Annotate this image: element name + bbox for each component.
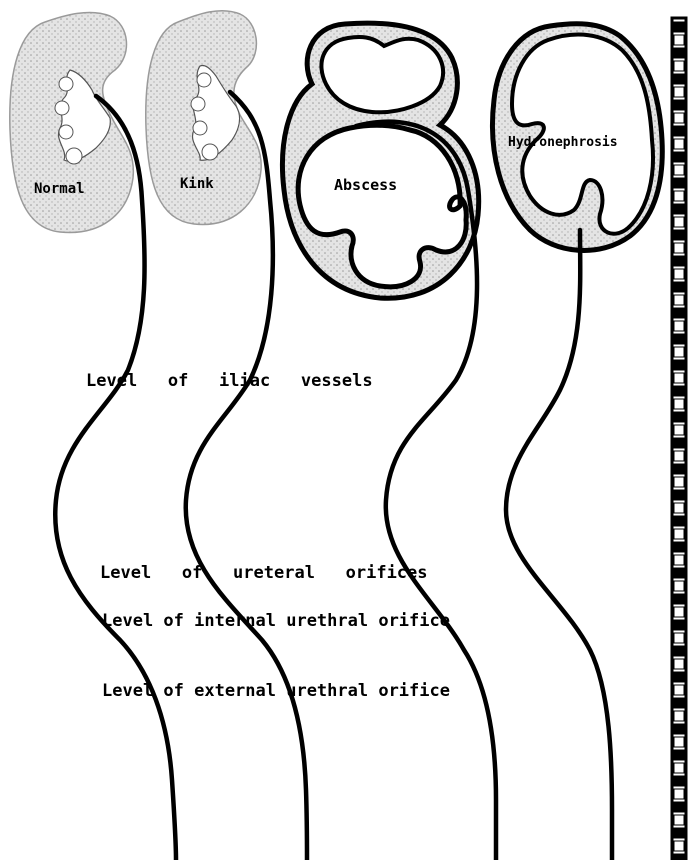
- kidney-label-abscess: Abscess: [334, 176, 397, 194]
- scale-tick: [674, 347, 684, 357]
- scale-tick: [674, 451, 684, 461]
- kidney-hydronephrosis: Hydronephrosis: [493, 24, 663, 251]
- scale-tick: [674, 61, 684, 71]
- scale-tick: [674, 412, 684, 422]
- scale-tick: [674, 87, 684, 97]
- scale-tick: [674, 282, 684, 292]
- scale-tick: [674, 529, 684, 539]
- level-iliac-vessels: Level of iliac vessels: [86, 371, 373, 391]
- scale-tick: [674, 581, 684, 591]
- ureter-hydronephrosis: [506, 230, 612, 860]
- scale-tick: [674, 789, 684, 799]
- kidney-label-kink: Kink: [180, 176, 214, 192]
- scale-tick: [674, 269, 684, 279]
- scale-tick: [674, 308, 684, 318]
- scale-tick: [674, 139, 684, 149]
- scale-tick: [674, 711, 684, 721]
- scale-tick: [674, 165, 684, 175]
- scale-tick: [674, 698, 684, 708]
- scale-tick: [674, 191, 684, 201]
- scale-tick: [674, 217, 684, 227]
- scale-tick: [674, 22, 684, 32]
- scale-tick: [674, 737, 684, 747]
- scale-tick: [674, 659, 684, 669]
- scale-tick: [674, 620, 684, 630]
- scale-tick: [674, 646, 684, 656]
- scale-tick: [674, 841, 684, 851]
- scale-tick: [674, 464, 684, 474]
- scale-tick: [674, 152, 684, 162]
- scale-tick: [674, 763, 684, 773]
- scale-tick: [674, 828, 684, 838]
- scale-tick: [674, 48, 684, 58]
- scale-tick: [674, 230, 684, 240]
- scale-tick: [674, 100, 684, 110]
- scale-tick: [674, 74, 684, 84]
- scale-tick: [674, 724, 684, 734]
- kidney-normal: Normal: [10, 12, 134, 232]
- scale-tick: [674, 321, 684, 331]
- scale-tick: [674, 685, 684, 695]
- scale-tick: [674, 815, 684, 825]
- scale-tick: [674, 802, 684, 812]
- scale-tick: [674, 568, 684, 578]
- level-external-urethral-orifice: Level of external urethral orifice: [102, 681, 450, 701]
- scale-tick: [674, 295, 684, 305]
- scale-tick: [674, 542, 684, 552]
- scale-tick: [674, 178, 684, 188]
- scale-tick: [674, 555, 684, 565]
- scale-tick: [674, 256, 684, 266]
- scale-tick: [674, 594, 684, 604]
- scale-tick: [674, 113, 684, 123]
- scale-tick: [674, 750, 684, 760]
- scale-tick: [674, 503, 684, 513]
- scale-tick: [674, 607, 684, 617]
- scale-tick: [674, 373, 684, 383]
- scale-tick: [674, 204, 684, 214]
- scale-tick: [674, 490, 684, 500]
- scale-tick: [674, 126, 684, 136]
- scale-tick: [674, 35, 684, 45]
- scale-tick: [674, 672, 684, 682]
- scale-tick: [674, 399, 684, 409]
- abscess-cavity-upper: [321, 37, 443, 112]
- kidney-label-hydronephrosis: Hydronephrosis: [508, 135, 618, 150]
- scale-tick: [674, 425, 684, 435]
- scale-tick: [674, 776, 684, 786]
- kidney-kink: Kink: [146, 11, 261, 225]
- scale-tick: [674, 334, 684, 344]
- scale-tick: [674, 243, 684, 253]
- scale-tick: [674, 477, 684, 487]
- scale-tick: [674, 360, 684, 370]
- kidney-label-normal: Normal: [34, 181, 85, 197]
- kidney-abscess: Abscess: [282, 23, 478, 298]
- scale-tick: [674, 633, 684, 643]
- level-ureteral-orifices: Level of ureteral orifices: [100, 563, 428, 583]
- scale-tick: [674, 516, 684, 526]
- scale-tick: [674, 438, 684, 448]
- level-internal-urethral-orifice: Level of internal urethral orifice: [102, 611, 450, 631]
- measuring-scale: [672, 18, 686, 860]
- scale-tick: [674, 854, 684, 860]
- scale-tick: [674, 386, 684, 396]
